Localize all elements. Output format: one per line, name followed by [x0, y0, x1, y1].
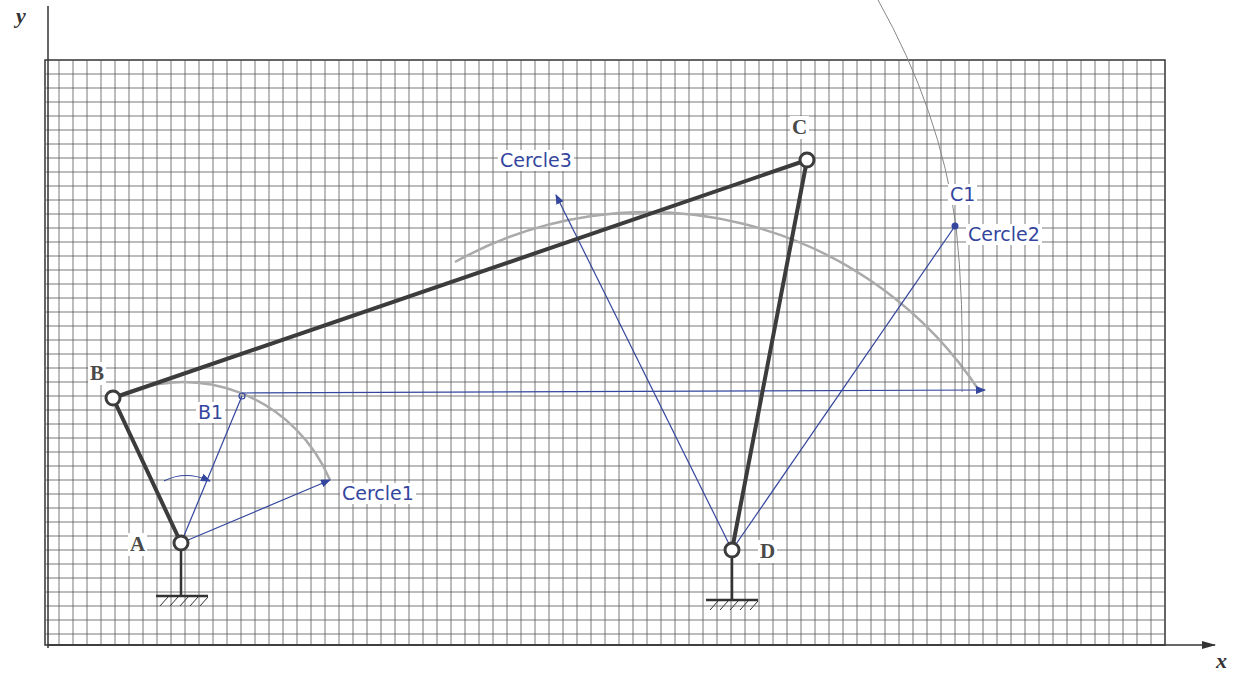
axis-label: x — [1214, 649, 1229, 673]
ground-support — [156, 550, 758, 600]
point — [952, 223, 959, 230]
joint-label: C — [790, 116, 809, 139]
circle-label: Cercle1 — [340, 483, 416, 504]
link-bar — [113, 160, 807, 550]
joint-label: A — [128, 533, 147, 556]
joint-label: D — [758, 540, 777, 563]
circle-label: Cercle3 — [498, 150, 574, 171]
point-label: C1 — [948, 184, 977, 205]
joint — [106, 153, 814, 557]
point-label: B1 — [196, 402, 225, 423]
point — [239, 393, 245, 399]
circle-arc — [455, 212, 980, 392]
axis-label: y — [14, 4, 28, 28]
graph-paper — [45, 60, 1165, 645]
circle-label: Cercle2 — [966, 224, 1042, 245]
y-axis — [47, 6, 49, 648]
joint-label: B — [88, 362, 106, 385]
construction-lines — [164, 195, 985, 550]
x-axis — [48, 644, 1215, 646]
grid-lines — [45, 60, 1165, 645]
ground-hatch — [160, 597, 758, 610]
